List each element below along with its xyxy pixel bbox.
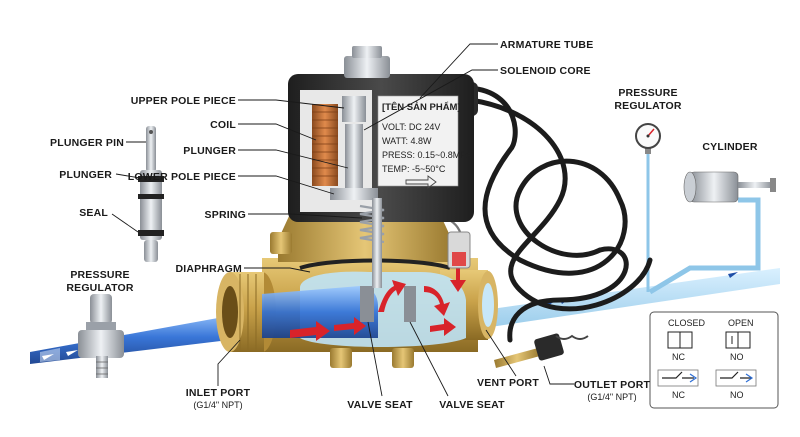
legend-no-bottom: NO	[730, 390, 744, 400]
outlet-fitting	[494, 333, 589, 368]
label-pressure-regulator-top-1: PRESSURE	[618, 87, 677, 99]
label-valve-seat-1: VALVE SEAT	[347, 399, 413, 411]
label-inlet-port-spec: (G1/4" NPT)	[193, 400, 242, 410]
legend-open: OPEN	[728, 318, 754, 328]
label-upper-pole-piece: UPPER POLE PIECE	[131, 95, 236, 107]
label-valve-seat-2: VALVE SEAT	[439, 399, 505, 411]
label-plunger-detail: PLUNGER	[59, 169, 112, 181]
label-diaphragm: DIAPHRAGM	[175, 263, 242, 275]
label-solenoid-core: SOLENOID CORE	[500, 65, 591, 77]
label-cylinder: CYLINDER	[702, 141, 757, 153]
solenoid-valve-icon	[216, 214, 498, 368]
label-plunger-pin: PLUNGER PIN	[50, 137, 124, 149]
label-spring: SPRING	[205, 209, 246, 221]
power-cable	[467, 85, 653, 343]
label-coil: COIL	[210, 119, 236, 131]
nameplate-press: PRESS: 0.15~0.8MPa	[382, 150, 471, 160]
nameplate-arrow-icon	[405, 175, 437, 189]
pressure-regulator-icon	[78, 294, 124, 378]
leader-lines	[111, 43, 574, 397]
legend-nc-top: NC	[672, 352, 685, 362]
nameplate-watt: WATT: 4.8W	[382, 136, 432, 146]
cylinder-icon	[683, 171, 776, 203]
nameplate-temp: TEMP: -5~50°C	[382, 164, 446, 174]
cylinder-air-line	[648, 197, 761, 295]
label-plunger-main: PLUNGER	[183, 145, 236, 157]
legend-closed: CLOSED	[668, 318, 706, 328]
label-seal: SEAL	[79, 207, 108, 219]
label-pressure-regulator-left-2: REGULATOR	[66, 282, 134, 294]
nameplate-title: [TÊN SẢN PHẨM]	[382, 101, 461, 113]
outlet-flow-pipe	[470, 268, 780, 330]
plunger-detail-icon	[138, 126, 164, 262]
label-pressure-regulator-left-1: PRESSURE	[70, 269, 129, 281]
nameplate-volt: VOLT: DC 24V	[382, 122, 440, 132]
legend-nc-bottom: NC	[672, 390, 685, 400]
label-pressure-regulator-top-2: REGULATOR	[614, 100, 682, 112]
solenoid-housing	[288, 46, 474, 288]
valve-state-legend	[649, 311, 779, 409]
label-outlet-port-spec: (G1/4" NPT)	[587, 392, 636, 402]
label-vent-port: VENT PORT	[477, 377, 539, 389]
legend-no-top: NO	[730, 352, 744, 362]
label-armature-tube: ARMATURE TUBE	[500, 39, 593, 51]
pressure-gauge-icon	[635, 123, 661, 154]
label-outlet-port: OUTLET PORT	[574, 379, 651, 391]
label-inlet-port: INLET PORT	[186, 387, 251, 399]
label-lower-pole-piece: LOWER POLE PIECE	[128, 171, 236, 183]
